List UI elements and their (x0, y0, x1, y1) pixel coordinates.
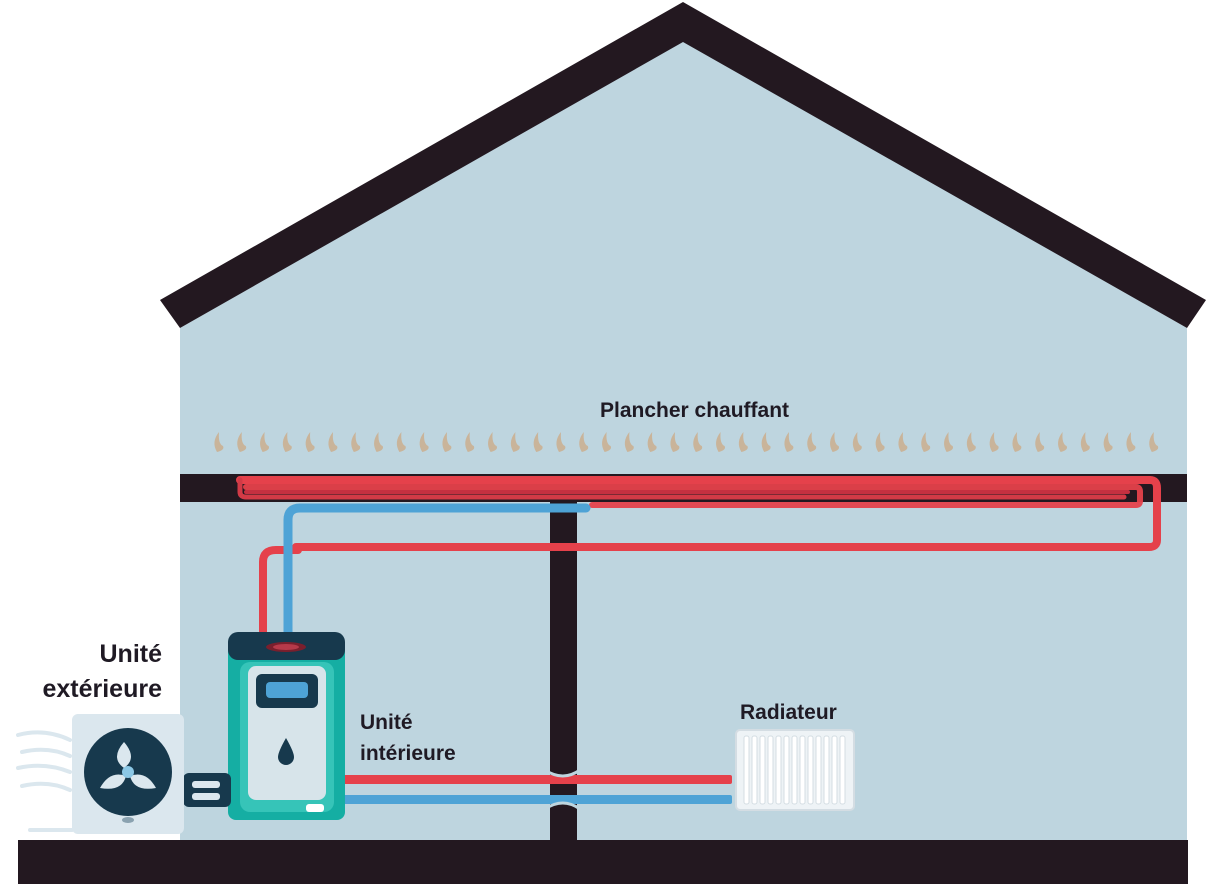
heat-flame-icon (761, 432, 771, 452)
cold-pipe-radiator (340, 795, 732, 804)
outdoor-unit-label-line1: Unité (100, 640, 163, 668)
heat-flame-icon (260, 432, 269, 452)
ground-slab (18, 840, 1188, 884)
heat-flame-icon (898, 432, 908, 452)
heat-flame-icon (830, 432, 839, 452)
heat-flame-icon (488, 432, 497, 452)
heat-flame-icon (693, 432, 703, 452)
heat-flame-icon (852, 432, 862, 452)
hot-pipe-supply (259, 546, 302, 644)
floor-loop-return (237, 477, 1127, 500)
radiator-fin (783, 735, 790, 805)
hot-pipe-radiator (340, 775, 732, 784)
heat-flame-icon (921, 432, 931, 452)
indoor-unit-label-line2: intérieure (360, 742, 456, 765)
heat-flame-icon (716, 432, 725, 452)
floor-heating-label: Plancher chauffant (600, 399, 789, 422)
pipe-junction (544, 768, 581, 811)
heat-flame-icon (419, 432, 429, 452)
heat-flame-icon (396, 432, 406, 452)
heat-flames (214, 432, 1159, 452)
heat-flame-icon (944, 432, 953, 452)
cold-pipe-return (283, 503, 591, 645)
indoor-unit-label-line1: Unité (360, 711, 413, 734)
radiator-fin (759, 735, 766, 805)
heat-flame-icon (738, 432, 748, 452)
house-wall (180, 40, 1187, 842)
heat-flame-icon (465, 432, 475, 452)
heat-flame-icon (624, 432, 634, 452)
radiator-fin (751, 735, 758, 805)
outdoor-unit (72, 714, 184, 834)
floor-loop-outer (236, 476, 1161, 551)
heat-flame-icon (214, 432, 224, 452)
radiator-fin (767, 735, 774, 805)
heat-flame-icon (1058, 432, 1067, 452)
radiator-fin (743, 735, 750, 805)
heat-flame-icon (989, 432, 999, 452)
heat-flame-icon (784, 432, 794, 452)
heat-flame-icon (305, 432, 315, 452)
fan-icon (100, 742, 156, 789)
outdoor-unit-label-line2: extérieure (42, 675, 162, 703)
unit-connector (183, 773, 231, 807)
heat-flame-icon (966, 432, 976, 452)
heat-flame-icon (1103, 432, 1113, 452)
floor-loop-inner-1 (243, 484, 1143, 508)
heat-flame-icon (875, 432, 885, 452)
radiator-label: Radiateur (740, 701, 837, 724)
radiator-fin (831, 735, 838, 805)
heat-flame-icon (1012, 432, 1022, 452)
water-drop-icon (278, 738, 294, 765)
heat-flame-icon (374, 432, 383, 452)
heat-flame-icon (1126, 432, 1136, 452)
heat-flame-icon (670, 432, 680, 452)
heat-flame-icon (237, 432, 247, 452)
heat-flame-icon (282, 432, 292, 452)
radiator-fin (823, 735, 830, 805)
radiator-fin (815, 735, 822, 805)
heat-flame-icon (328, 432, 338, 452)
heat-flame-icon (602, 432, 611, 452)
indoor-unit (228, 632, 345, 820)
radiator-fins (743, 735, 846, 805)
heat-flame-icon (807, 432, 817, 452)
heat-flame-icon (351, 432, 361, 452)
radiator-fin (807, 735, 814, 805)
radiator-fin (775, 735, 782, 805)
heat-flame-icon (647, 432, 657, 452)
heat-flame-icon (533, 432, 543, 452)
radiator (735, 729, 855, 811)
heat-flame-icon (1149, 432, 1159, 452)
radiator-fin (791, 735, 798, 805)
heat-flame-icon (556, 432, 566, 452)
heat-flame-icon (1080, 432, 1090, 452)
radiator-fin (799, 735, 806, 805)
heat-flame-icon (510, 432, 520, 452)
radiator-fin (839, 735, 846, 805)
heat-flame-icon (1035, 432, 1045, 452)
heat-flame-icon (579, 432, 589, 452)
wind-lines-icon (16, 730, 74, 832)
floor-heating-pipes (236, 476, 1161, 551)
heat-flame-icon (442, 432, 452, 452)
